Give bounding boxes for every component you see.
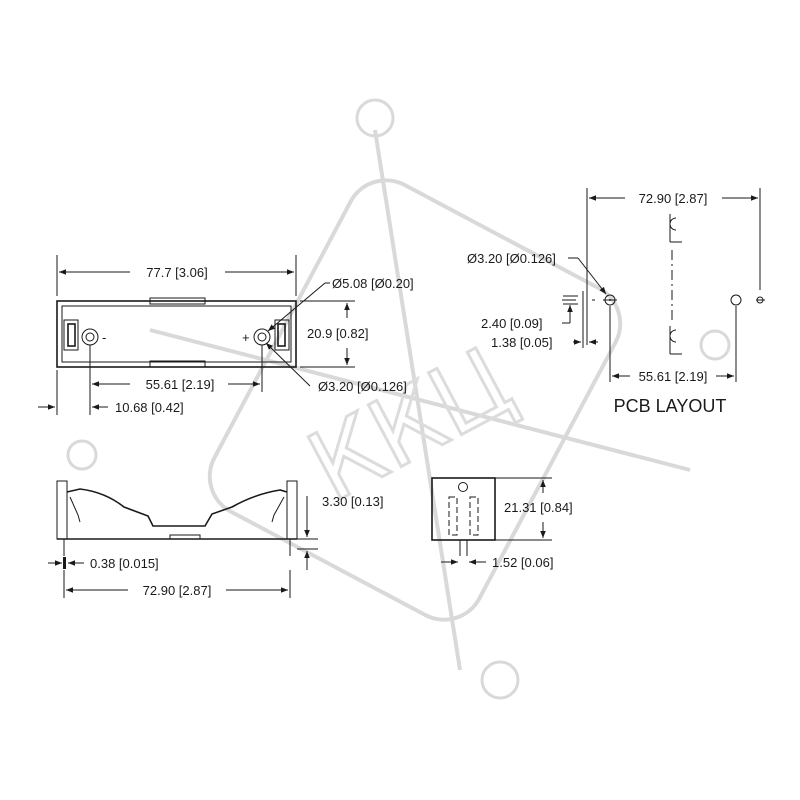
pin-spacing-label: 55.61 [2.19] <box>146 377 215 392</box>
holder-body-end <box>431 477 496 541</box>
pin-width-label: 1.52 [0.06] <box>492 555 553 570</box>
centerline-symbol <box>669 214 682 243</box>
pin-thickness-mark <box>63 557 66 569</box>
battery-contour <box>66 488 288 527</box>
terminal-hole-right <box>253 328 271 346</box>
pcb-slot-length-label: 2.40 [0.09] <box>481 316 542 331</box>
pcb-hole-label: Ø3.20 [Ø0.126] <box>467 251 556 266</box>
negative-contact <box>63 319 79 351</box>
watermark-frame <box>207 178 623 622</box>
watermark-stroke <box>149 328 691 472</box>
terminal-hole-left <box>81 328 99 346</box>
end-view: 21.31 [0.84] 1.52 [0.06] <box>431 477 573 570</box>
side-view: 3.30 [0.13] 0.38 [0.015] 72.90 [2.87] <box>48 480 383 598</box>
pin-offset-label: 10.68 [0.42] <box>115 400 184 415</box>
pcb-layout-title: PCB LAYOUT <box>614 396 727 416</box>
pcb-hole-right <box>730 294 742 306</box>
pcb-overall-label: 72.90 [2.87] <box>639 191 708 206</box>
pcb-slot-width-label: 1.38 [0.05] <box>491 335 552 350</box>
hole-small-label: Ø3.20 [Ø0.126] <box>318 379 407 394</box>
top-length-label: 77.7 [3.06] <box>146 265 207 280</box>
watermark-node <box>355 98 395 138</box>
centerline-symbol <box>669 326 682 355</box>
watermark-node <box>480 660 520 700</box>
watermark-node <box>699 329 731 361</box>
plus-sign: + <box>242 330 250 345</box>
side-height-label: 3.30 [0.13] <box>322 494 383 509</box>
pcb-hole-spacing-label: 55.61 [2.19] <box>639 369 708 384</box>
top-view: 77.7 [3.06] - + Ø5.08 [Ø0.20] 20.9 [0.82… <box>38 255 414 415</box>
hole-large-label: Ø5.08 [Ø0.20] <box>332 276 414 291</box>
positive-contact <box>274 319 290 351</box>
minus-sign: - <box>102 330 106 345</box>
pcb-layout: 72.90 [2.87] Ø3.20 [Ø0.126] 2.40 [0.09] <box>467 188 765 416</box>
top-width-label: 20.9 [0.82] <box>307 326 368 341</box>
pin-span-label: 72.90 [2.87] <box>143 583 212 598</box>
end-height-label: 21.31 [0.84] <box>504 500 573 515</box>
pin-thickness-label: 0.38 [0.015] <box>90 556 159 571</box>
watermark-node <box>66 439 98 471</box>
